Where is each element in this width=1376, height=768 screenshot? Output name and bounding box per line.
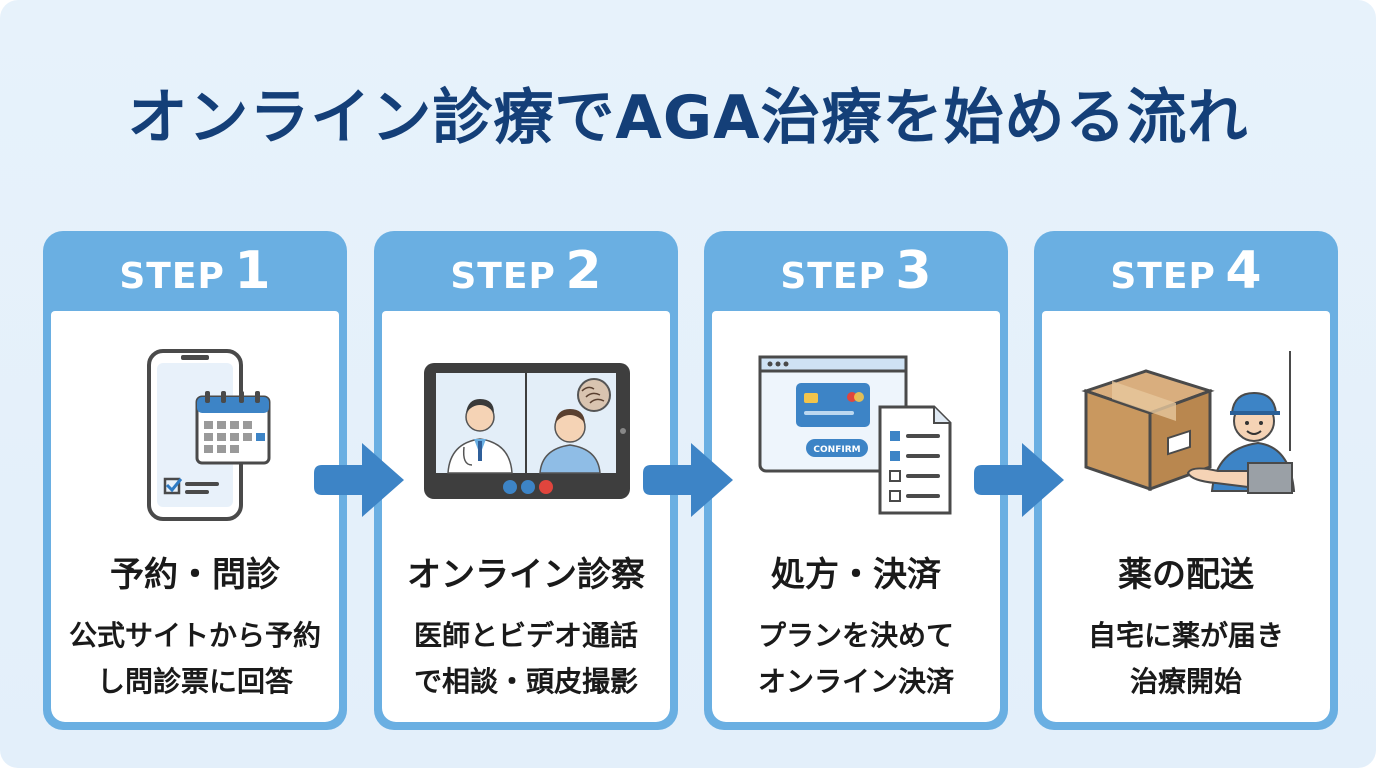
step-header-3: STEP 3 [704,231,1008,311]
arrow-right-icon [643,443,733,517]
step-description: 自宅に薬が届き 治療開始 [1042,613,1330,705]
step-description: プランを決めて オンライン決済 [712,613,1000,705]
step-title: 処方・決済 [771,555,941,595]
step-label: STEP [119,256,225,297]
arrow-right-icon [974,443,1064,517]
step-description-line: 治療開始 [1129,665,1242,698]
confirm-label: CONFIRM [813,445,860,455]
step-title: オンライン診察 [407,555,645,595]
step-description-line: オンライン決済 [757,665,954,698]
step-label: STEP [1110,256,1216,297]
video-consultation-icon [382,331,670,531]
step-header-1: STEP 1 [43,231,347,311]
step-title: 薬の配送 [1118,555,1254,595]
step-label: STEP [780,256,886,297]
step-title: 予約・問診 [110,555,280,595]
step-card-3: STEP 3 CONFIRM [704,231,1008,730]
step-card-2: STEP 2 [374,231,678,730]
step-description-line: 医師とビデオ通話 [413,619,638,652]
step-description-line: プランを決めて [757,619,954,652]
step-header-2: STEP 2 [374,231,678,311]
step-description-line: し問診票に回答 [96,665,293,698]
step-header-4: STEP 4 [1034,231,1338,311]
step-card-4: STEP 4 [1034,231,1338,730]
step-card-1: STEP 1 [43,231,347,730]
page-title: オンライン診療でAGA治療を始める流れ [127,83,1249,153]
step-description-line: 自宅に薬が届き [1087,619,1284,652]
step-description-line: 公式サイトから予約 [68,619,321,652]
step-number: 4 [1225,241,1262,301]
step-label: STEP [450,256,556,297]
online-payment-icon: CONFIRM [712,331,1000,531]
arrow-right-icon [314,443,404,517]
step-body-1: 予約・問診 公式サイトから予約 し問診票に回答 [51,311,339,722]
step-description-line: で相談・頭皮撮影 [413,665,638,698]
step-number: 1 [234,241,271,301]
step-number: 2 [565,241,602,301]
step-body-4: 薬の配送 自宅に薬が届き 治療開始 [1042,311,1330,722]
delivery-icon [1042,331,1330,531]
step-description: 公式サイトから予約 し問診票に回答 [51,613,339,705]
step-description: 医師とビデオ通話 で相談・頭皮撮影 [382,613,670,705]
step-number: 3 [895,241,932,301]
smartphone-calendar-icon [51,331,339,531]
step-body-2: オンライン診察 医師とビデオ通話 で相談・頭皮撮影 [382,311,670,722]
step-body-3: CONFIRM 処方・決済 プランを決めて オンライン決済 [712,311,1000,722]
